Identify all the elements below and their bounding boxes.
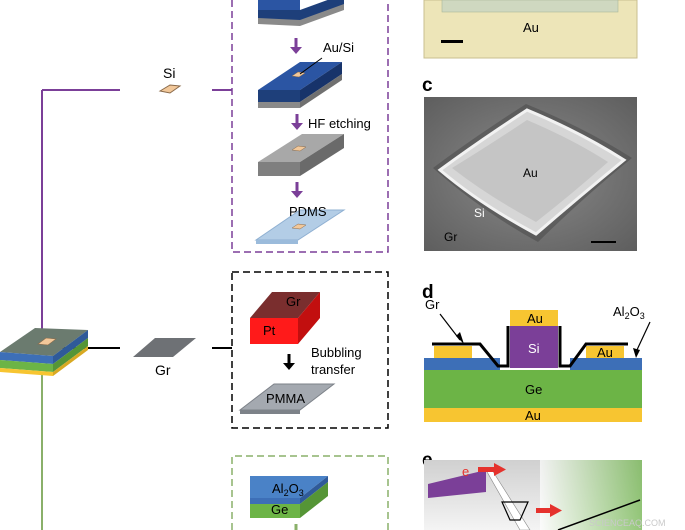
ge-layer	[424, 370, 642, 408]
gr-label: Gr	[155, 362, 171, 378]
pmma-label: PMMA	[266, 391, 305, 406]
step-au-si: Au/Si	[323, 40, 354, 55]
panel-b-scale-bar	[441, 40, 463, 43]
step-pdms: PDMS	[289, 204, 327, 219]
panel-c: c Au Si Gr	[422, 75, 637, 251]
ge-process-box: Al2O3 Ge	[231, 455, 389, 530]
si-process-box: Au/Si HF etching	[231, 0, 389, 253]
panel-b-au-label: Au	[523, 20, 539, 35]
electron-arrow-2	[536, 508, 550, 513]
metal-band	[428, 470, 486, 498]
pmma-sheet: PMMA	[238, 383, 336, 414]
panel-b: Au	[423, 0, 638, 59]
step-hf: HF etching	[308, 116, 371, 131]
au-right-pad	[586, 346, 624, 358]
au-left-pad	[434, 346, 472, 358]
arrow-2-head	[291, 123, 303, 130]
panel-c-au-label: Au	[523, 166, 538, 180]
gr-pt-block: Gr Pt	[250, 292, 320, 344]
panel-d-gr: Gr	[425, 297, 440, 312]
transfer-arrow-head	[283, 363, 295, 370]
panel-c-scale-bar	[591, 241, 616, 243]
panel-d-au-right: Au	[597, 345, 613, 360]
left-flow: Si Gr	[0, 65, 232, 530]
pt-label: Pt	[263, 323, 276, 338]
panel-d-letter: d	[422, 282, 434, 303]
ge-label: Ge	[271, 502, 288, 517]
gr-process-box: Gr Pt Bubbling transfer PMMA	[231, 271, 389, 429]
panel-d-au-bottom: Au	[525, 408, 541, 423]
panel-e: e e SCIENCEAQ.COM	[422, 450, 666, 530]
electron-arrow	[478, 467, 494, 472]
au-top-pad	[510, 310, 558, 326]
si-pillar	[510, 326, 558, 368]
device-stack-icon	[0, 328, 88, 376]
transfer-line2: transfer	[311, 362, 356, 377]
panel-d-si: Si	[528, 341, 540, 356]
al2o3-label: Al2O3	[272, 481, 304, 498]
al2o3-ge-block: Al2O3 Ge	[250, 476, 328, 518]
gr-sheet-icon	[133, 338, 196, 357]
arrow-1-head	[290, 47, 302, 54]
si-chip-icon	[158, 84, 182, 94]
au-si-block	[258, 57, 342, 108]
panel-c-si-label: Si	[474, 206, 485, 220]
au-bottom-layer	[424, 408, 642, 422]
panel-d: d Au Si Au Ge Au Gr Al2O3	[422, 282, 651, 423]
cone-icon	[501, 501, 529, 521]
electron-label: e	[462, 464, 469, 479]
watermark: SCIENCEAQ.COM	[589, 518, 666, 528]
panel-d-ge: Ge	[525, 382, 542, 397]
si-label: Si	[163, 65, 175, 81]
band-edge-line	[557, 499, 641, 530]
transfer-line1: Bubbling	[311, 345, 362, 360]
gr-box-label: Gr	[286, 294, 301, 309]
panel-c-letter: c	[422, 75, 433, 96]
panel-c-gr-label: Gr	[444, 230, 457, 244]
grey-substrate-block	[258, 134, 344, 176]
pdms-sheet: PDMS	[254, 204, 346, 244]
panel-d-al2o3: Al2O3	[613, 304, 645, 321]
al2o3-pointer	[635, 321, 651, 353]
panel-d-au-top: Au	[527, 311, 543, 326]
arrow-3-head	[291, 191, 303, 198]
